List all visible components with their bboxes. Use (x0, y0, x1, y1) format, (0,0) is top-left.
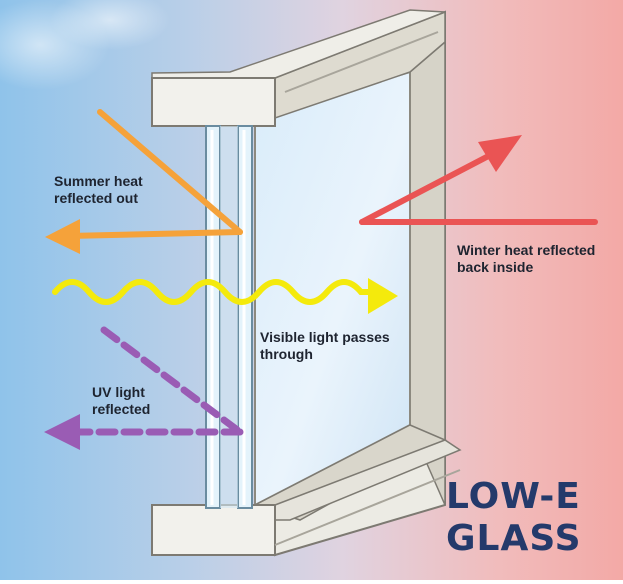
visible-light-label: Visible light passes through (260, 329, 390, 363)
visible-light-label-line1: Visible light passes (260, 329, 390, 345)
cloud-shape (50, 0, 170, 50)
gas-gap (220, 126, 238, 508)
summer-heat-label: Summer heat reflected out (54, 173, 143, 207)
title-line2: GLASS (446, 518, 582, 559)
visible-light-wave (52, 278, 398, 314)
winter-heat-label: Winter heat reflected back inside (457, 242, 595, 276)
uv-light-label-line1: UV light (92, 384, 145, 400)
uv-light-label-line2: reflected (92, 401, 151, 417)
window-frame (151, 9, 462, 557)
winter-heat-label-line1: Winter heat reflected (457, 242, 596, 258)
diagram-title: LOW-E GLASS (446, 476, 582, 560)
uv-light-arrow (44, 326, 244, 450)
title-line1: LOW-E (446, 476, 581, 517)
summer-heat-arrow (45, 109, 243, 254)
summer-heat-label-line2: reflected out (54, 190, 139, 206)
winter-heat-label-line2: back inside (457, 259, 534, 275)
bottom-edge (0, 580, 623, 584)
uv-light-label: UV light reflected (92, 384, 150, 418)
winter-heat-arrow (359, 135, 598, 225)
visible-light-label-line2: through (260, 346, 313, 362)
glass-panes (205, 125, 253, 509)
summer-heat-label-line1: Summer heat (54, 173, 143, 189)
